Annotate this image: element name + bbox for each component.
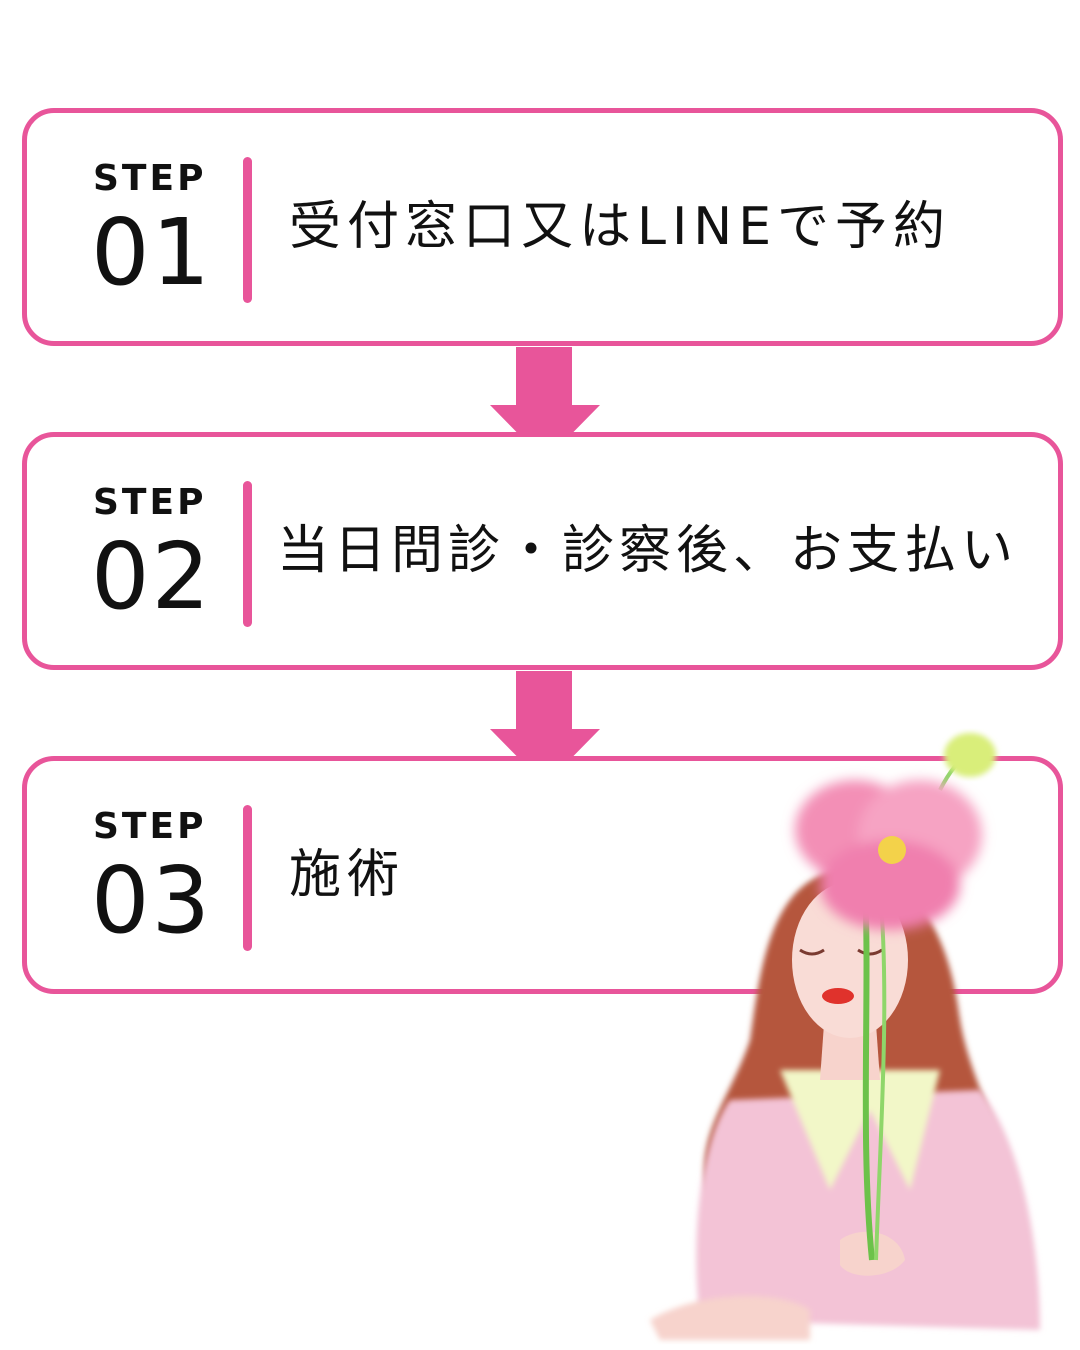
step-number: 03 bbox=[91, 847, 213, 954]
divider bbox=[243, 157, 252, 303]
step-text: 当日問診・診察後、お支払い bbox=[277, 521, 1019, 581]
step-text: 施術 bbox=[289, 845, 406, 905]
step-label: STEP bbox=[93, 482, 207, 523]
step-label: STEP bbox=[93, 158, 207, 199]
step-number: 02 bbox=[91, 523, 213, 630]
step-text: 受付窓口又はLINEで予約 bbox=[289, 197, 952, 257]
step-card-2: STEP 02 当日問診・診察後、お支払い bbox=[22, 432, 1063, 670]
step-card-1: STEP 01 受付窓口又はLINEで予約 bbox=[22, 108, 1063, 346]
woman-with-flower-illustration bbox=[650, 733, 1040, 1340]
step-number: 01 bbox=[91, 199, 213, 306]
step-label: STEP bbox=[93, 806, 207, 847]
divider bbox=[243, 805, 252, 951]
divider bbox=[243, 481, 252, 627]
